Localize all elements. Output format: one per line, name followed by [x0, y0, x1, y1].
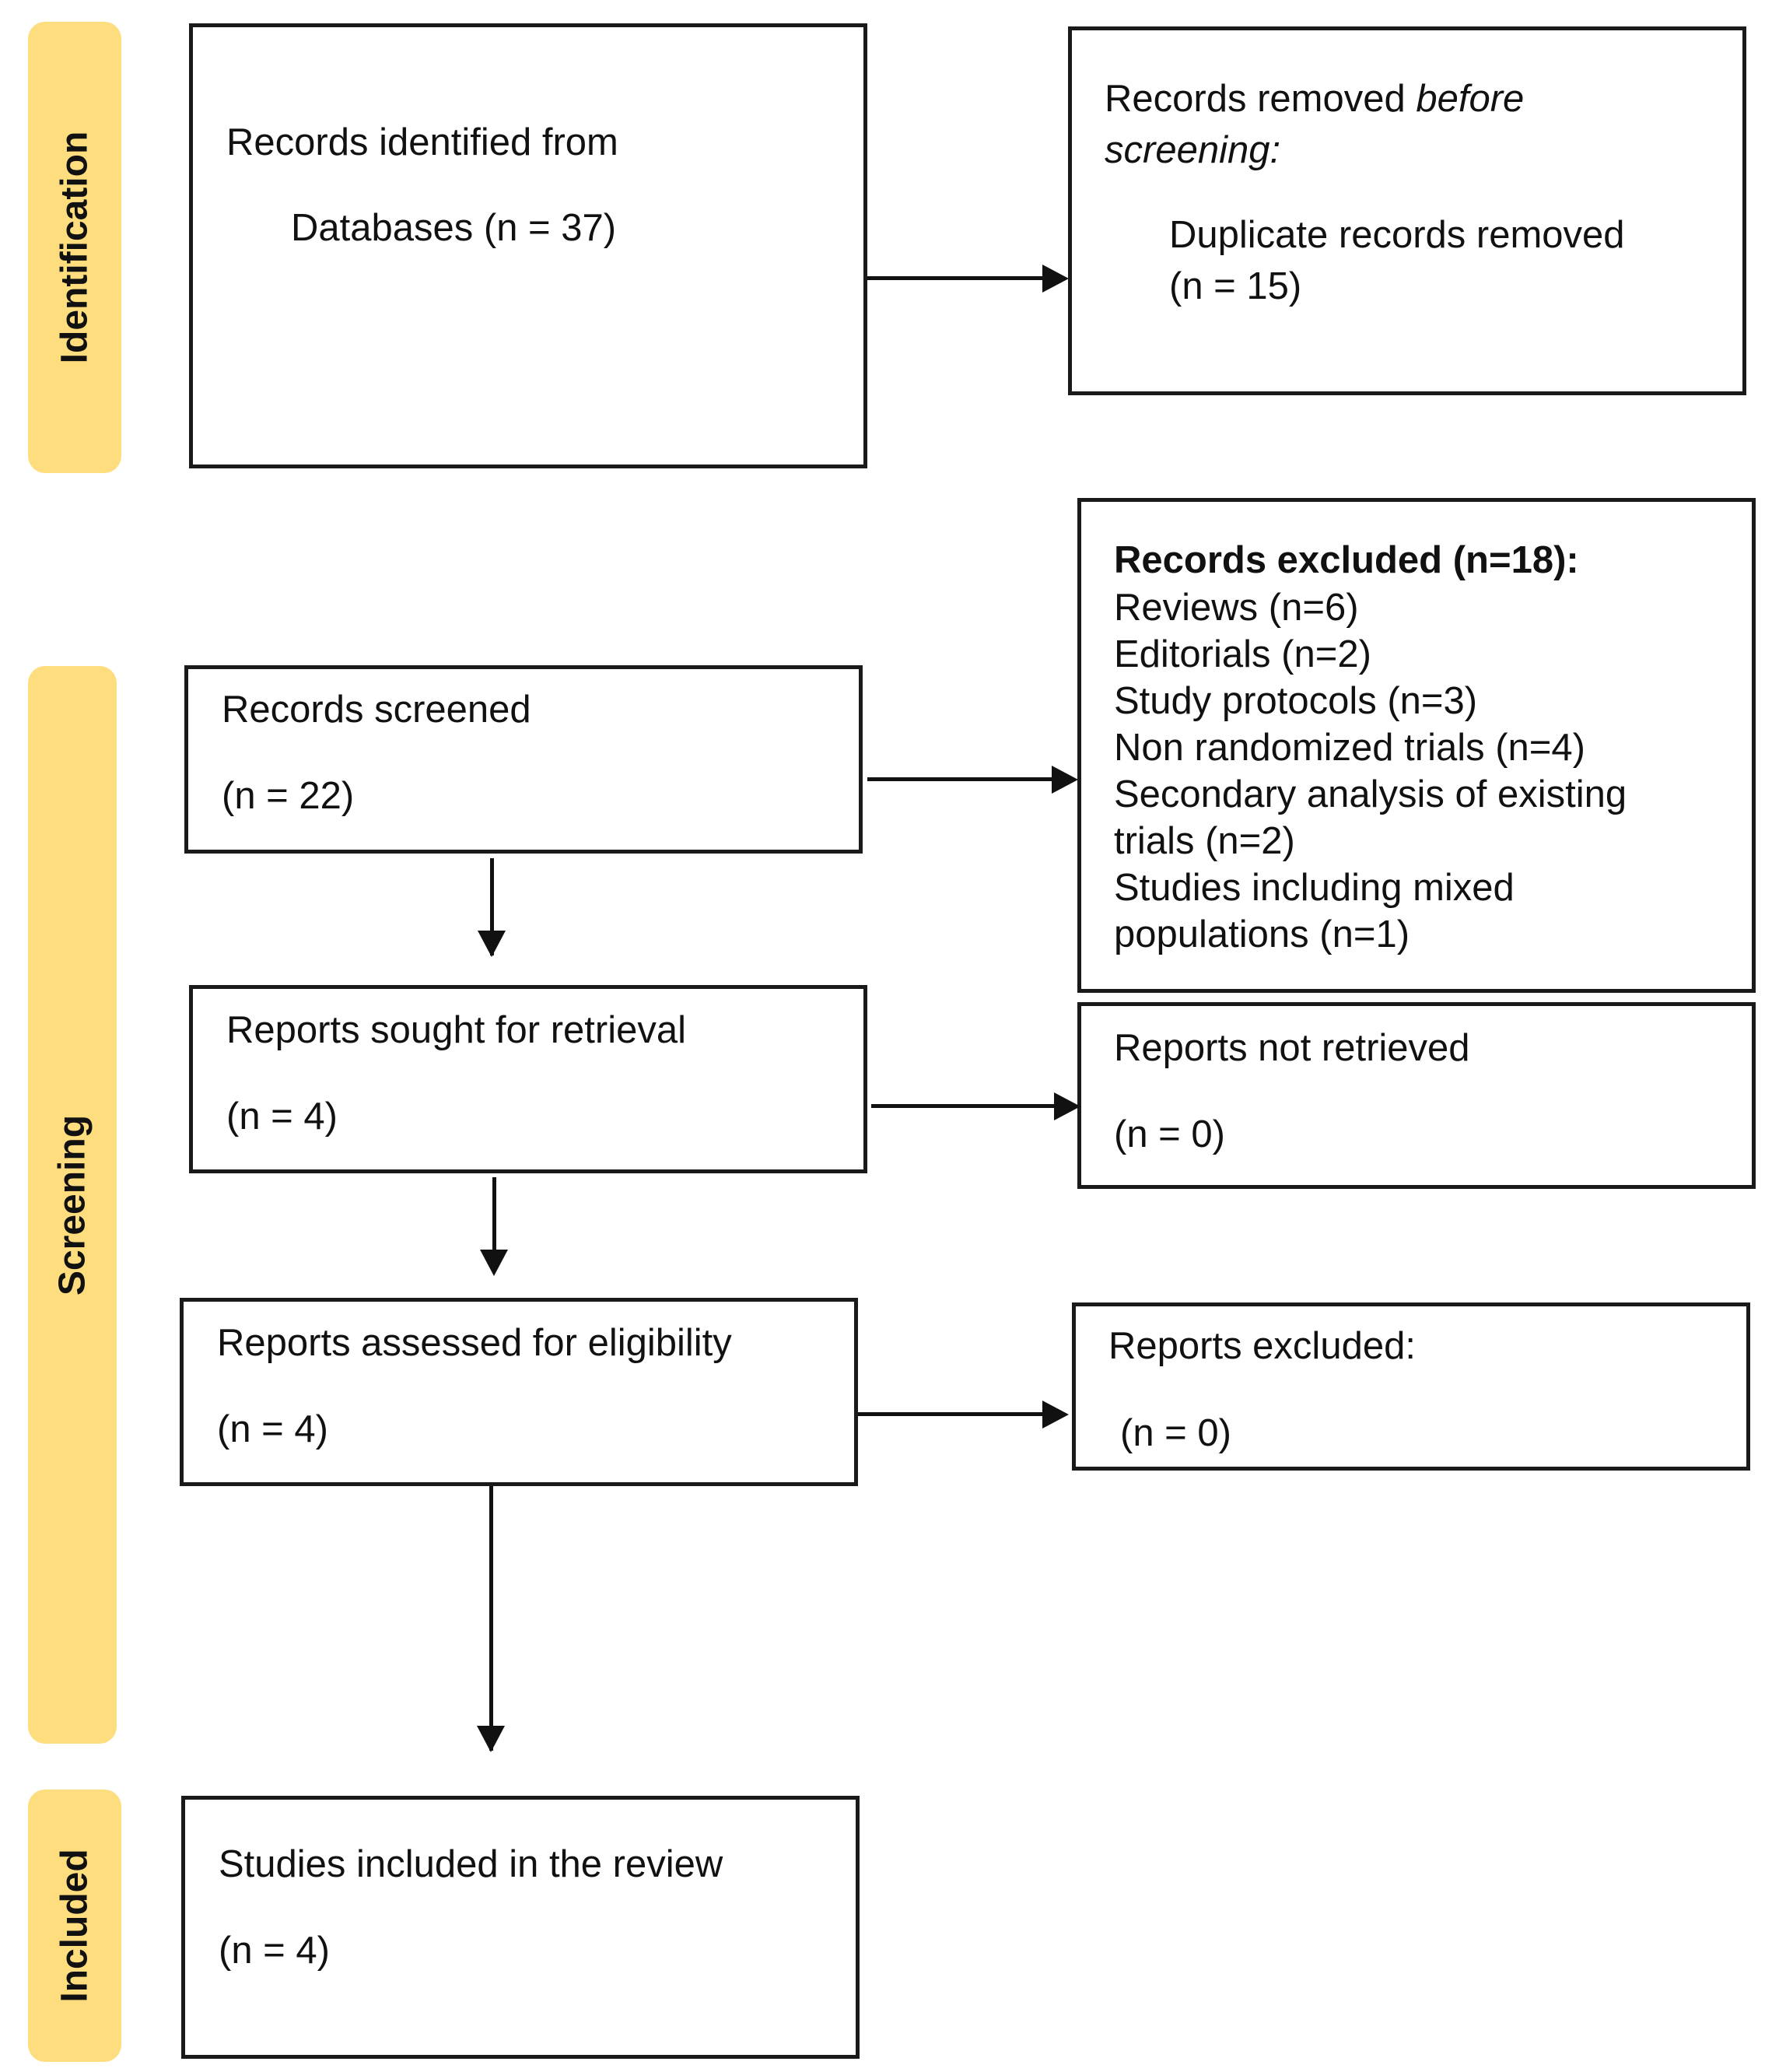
records-screened-box	[184, 665, 863, 854]
arrow-assessed-to-reports-excluded-head	[1042, 1401, 1069, 1429]
reports-excluded-line1: Reports excluded:	[1108, 1325, 1416, 1367]
phase-screening: Screening	[28, 666, 117, 1744]
reports-not-retrieved-line2: (n = 0)	[1114, 1113, 1225, 1155]
arrow-assessed-to-reports-excluded-line	[858, 1412, 1045, 1416]
arrow-identified-to-removed-head	[1042, 265, 1069, 293]
arrow-screened-to-sought-head	[478, 931, 506, 957]
reports-excluded-box	[1072, 1302, 1750, 1471]
records-excluded-item-4: Secondary analysis of existing	[1114, 773, 1627, 815]
arrow-screened-to-excluded-line	[867, 777, 1054, 781]
phase-included-label: Included	[54, 1849, 96, 2003]
arrow-assessed-to-included-head	[477, 1726, 505, 1752]
records-excluded-item-5: trials (n=2)	[1114, 820, 1295, 862]
records-removed-line3: Duplicate records removed	[1169, 214, 1625, 256]
records-excluded-box	[1077, 498, 1756, 993]
arrow-screened-to-sought-line	[490, 858, 494, 955]
records-identified-line1: Records identified from	[226, 121, 618, 163]
studies-included-box	[181, 1796, 860, 2059]
reports-sought-line1: Reports sought for retrieval	[226, 1009, 686, 1051]
reports-not-retrieved-line1: Reports not retrieved	[1114, 1027, 1470, 1069]
arrow-screened-to-excluded-head	[1052, 766, 1078, 794]
phase-identification: Identification	[28, 22, 121, 473]
reports-assessed-box	[180, 1298, 858, 1486]
arrow-identified-to-removed-line	[867, 276, 1045, 280]
arrow-sought-to-not-retrieved-line	[871, 1104, 1056, 1108]
records-excluded-item-3: Non randomized trials (n=4)	[1114, 727, 1585, 769]
records-excluded-item-2: Study protocols (n=3)	[1114, 680, 1478, 722]
records-identified-line2: Databases (n = 37)	[291, 207, 617, 249]
reports-sought-box	[189, 985, 867, 1173]
records-removed-line1-prefix: Records removed	[1105, 78, 1417, 120]
reports-assessed-line1: Reports assessed for eligibility	[217, 1322, 732, 1364]
reports-not-retrieved-box	[1077, 1002, 1756, 1189]
records-excluded-item-1: Editorials (n=2)	[1114, 633, 1371, 675]
arrow-sought-to-not-retrieved-head	[1054, 1092, 1080, 1120]
records-removed-line1-italic: before	[1416, 78, 1525, 120]
records-excluded-heading: Records excluded (n=18):	[1114, 539, 1579, 581]
records-identified-box	[189, 23, 867, 468]
reports-sought-line2: (n = 4)	[226, 1096, 338, 1138]
studies-included-line2: (n = 4)	[219, 1930, 330, 1972]
records-removed-box	[1068, 26, 1746, 395]
reports-assessed-line2: (n = 4)	[217, 1408, 328, 1450]
phase-screening-label: Screening	[51, 1114, 93, 1295]
records-removed-line4: (n = 15)	[1169, 265, 1302, 307]
reports-excluded-line2: (n = 0)	[1120, 1412, 1231, 1454]
records-screened-line2: (n = 22)	[222, 775, 355, 817]
records-excluded-item-7: populations (n=1)	[1114, 913, 1410, 955]
arrow-sought-to-assessed-line	[492, 1177, 496, 1271]
records-screened-line1: Records screened	[222, 689, 531, 731]
records-excluded-item-6: Studies including mixed	[1114, 867, 1515, 909]
arrow-assessed-to-included-line	[489, 1486, 493, 1751]
records-removed-line1: Records removed before	[1105, 75, 1524, 122]
phase-included: Included	[28, 1790, 121, 2062]
arrow-sought-to-assessed-head	[480, 1250, 508, 1276]
records-removed-line2: screening:	[1105, 129, 1281, 171]
phase-identification-label: Identification	[54, 131, 96, 364]
studies-included-line1: Studies included in the review	[219, 1843, 723, 1885]
records-excluded-item-0: Reviews (n=6)	[1114, 587, 1359, 629]
